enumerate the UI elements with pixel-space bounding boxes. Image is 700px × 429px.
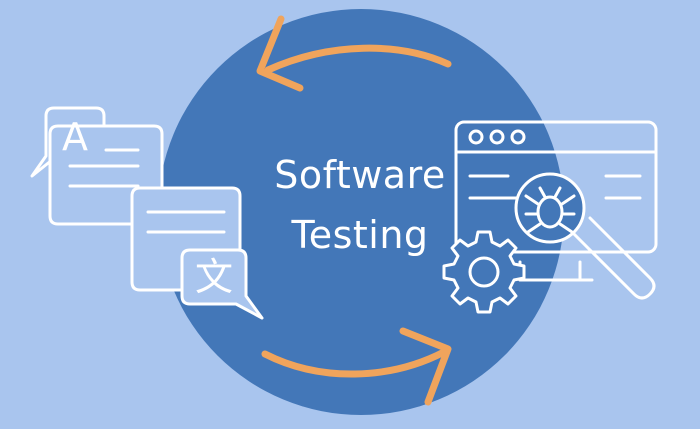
cjk-letter-label: 文 — [195, 255, 233, 299]
title-line-1: Software — [274, 153, 446, 197]
gear-icon — [442, 230, 526, 314]
latin-letter-label: A — [62, 115, 88, 159]
speech-bubbles-translate-icon — [30, 106, 264, 320]
bug-magnifier-icon — [514, 172, 656, 300]
cycle-arrow-bottom-icon — [261, 327, 452, 406]
page-title: Software Testing — [200, 145, 520, 265]
cycle-arrow-top-icon — [256, 15, 452, 92]
title-line-2: Testing — [291, 213, 429, 257]
